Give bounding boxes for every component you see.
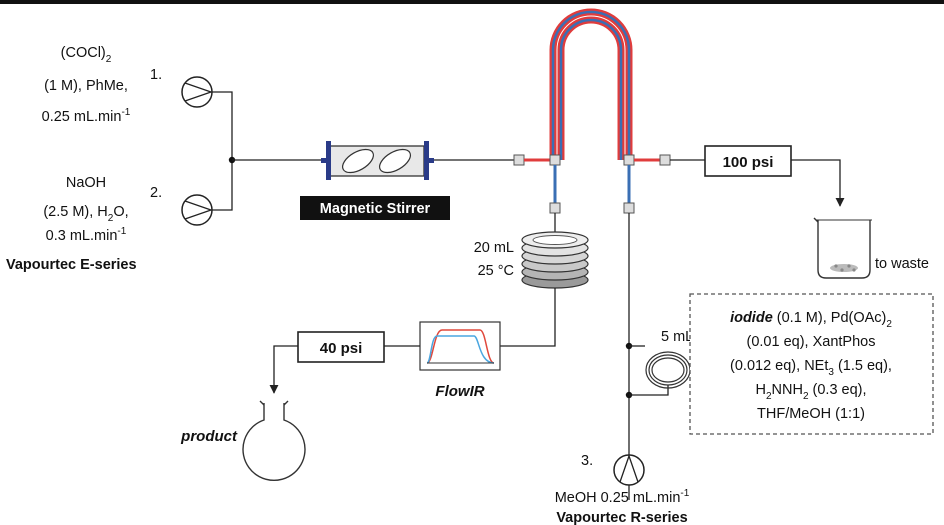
- pump-3-flow-rate: MeOH 0.25 mL.min-1: [555, 488, 690, 506]
- reagent-box-line4: H2NNH2 (0.3 eq),: [755, 382, 866, 402]
- vapourtec-r-series-label: Vapourtec R-series: [556, 510, 687, 525]
- pump-1-reagent-line2: (1 M), PhMe,: [44, 78, 128, 94]
- reagent-box-line5: THF/MeOH (1:1): [757, 406, 865, 422]
- reagent-box-line3: (0.012 eq), NEt3 (1.5 eq),: [730, 358, 892, 378]
- coil-reactor-volume: 20 mL: [474, 240, 514, 256]
- coil-reactor-temperature: 25 °C: [478, 263, 514, 279]
- product-label: product: [180, 428, 238, 445]
- pump-1: 1. (COCl)2 (1 M), PhMe, 0.25 mL.min-1: [42, 45, 213, 125]
- stir-bar-1-icon: [342, 148, 374, 174]
- membrane-separator: [549, 8, 633, 160]
- vapourtec-e-series-label: Vapourtec E-series: [6, 257, 137, 273]
- reagent-box: [689, 293, 934, 435]
- pump-1-reagent-line1: (COCl)2: [61, 45, 112, 65]
- pump-2-reagent-line2: (2.5 M), H2O,: [43, 204, 128, 224]
- pump-3-number: 3.: [581, 453, 593, 469]
- stirrer-end-left: [326, 141, 331, 180]
- flowir-icon: [419, 321, 501, 371]
- product-flask-icon: [242, 400, 306, 482]
- flowir-label: FlowIR: [435, 383, 484, 400]
- bpr-40-psi-label: 40 psi: [320, 340, 363, 357]
- pump-1-number: 1.: [150, 67, 162, 83]
- pump-1-icon: [181, 76, 213, 108]
- bpr-100-psi: [704, 145, 792, 177]
- stirrer-end-right: [424, 141, 429, 180]
- stir-bar-2-icon: [379, 148, 411, 174]
- pump-3-icon: [613, 454, 645, 486]
- sample-loop-icon: [645, 351, 691, 389]
- reagent-box-line1: iodide (0.1 M), Pd(OAc)2: [730, 310, 892, 330]
- pump-1-flow-rate: 0.25 mL.min-1: [42, 107, 131, 125]
- pump-1-line: [212, 91, 233, 211]
- pump-2: 2. NaOH (2.5 M), H2O, 0.3 mL.min-1: [43, 175, 213, 244]
- magnetic-stirrer-label-bg: [300, 196, 450, 220]
- pump-2-number: 2.: [150, 185, 162, 201]
- magnetic-stirrer-label: Magnetic Stirrer: [320, 201, 431, 217]
- bpr-100-psi-label: 100 psi: [723, 154, 774, 171]
- pump-2-flow-rate: 0.3 mL.min-1: [46, 226, 127, 244]
- bpr-40-psi: [297, 331, 385, 363]
- pump-2-icon: [181, 194, 213, 226]
- loop-volume: 5 mL: [661, 329, 693, 345]
- magnetic-stirrer-reactor: [321, 141, 434, 180]
- pump-2-reagent-line1: NaOH: [66, 175, 106, 191]
- pump-3: 3.: [581, 453, 645, 486]
- waste-label: to waste: [875, 256, 929, 272]
- coil-reactor-icon: [521, 231, 589, 289]
- reagent-box-line2: (0.01 eq), XantPhos: [747, 334, 876, 350]
- waste-beaker-icon: [813, 217, 872, 279]
